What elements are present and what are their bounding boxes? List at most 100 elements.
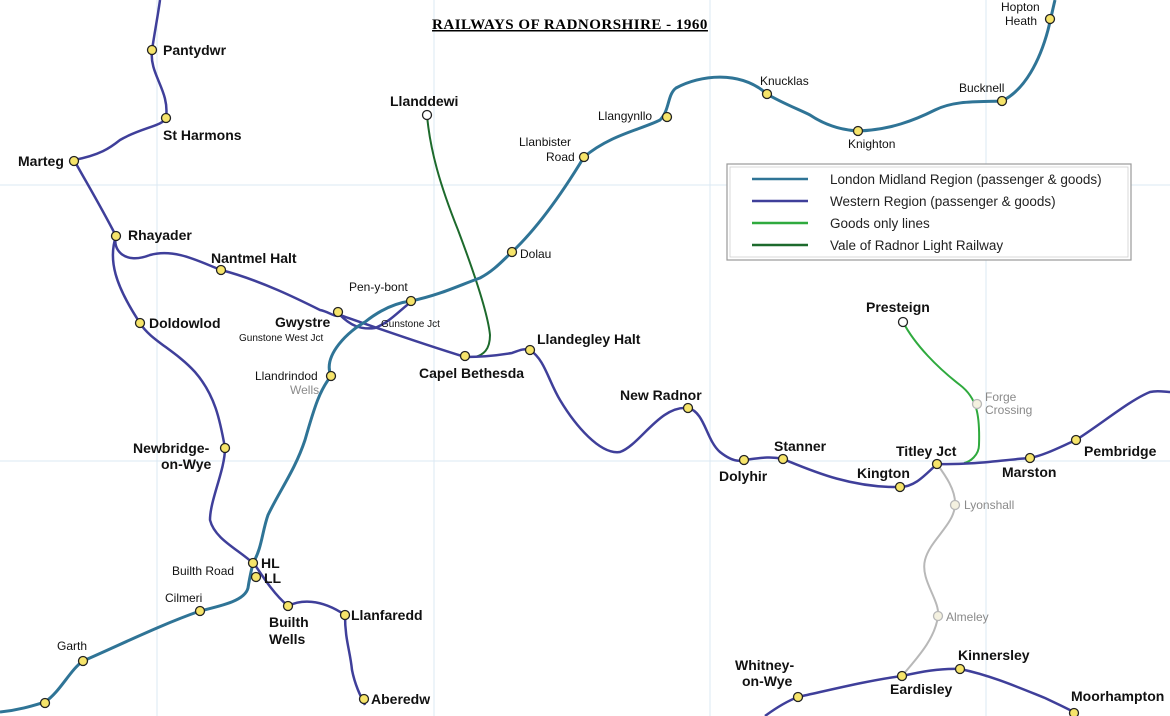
western-kington-line	[114, 235, 1170, 489]
label-newbridge-2: on-Wye	[161, 456, 212, 472]
label-gunstone-jct: Gunstone Jct	[381, 319, 440, 330]
label-gwystre: Gwystre	[275, 314, 330, 330]
label-rhayader: Rhayader	[128, 227, 192, 243]
station-marker-llanddewi	[421, 109, 433, 121]
legend-label-goods-only: Goods only lines	[830, 216, 930, 231]
western-gunstone-curve	[339, 300, 412, 330]
station-marker-llangynllo	[661, 111, 673, 123]
label-doldowlod: Doldowlod	[149, 315, 221, 331]
station-marker-llangammarch	[39, 697, 51, 709]
station-marker-forge-crossing	[971, 398, 983, 410]
station-marker-presteign	[897, 316, 909, 328]
label-pantydwr: Pantydwr	[163, 42, 227, 58]
label-aberedw: Aberedw	[371, 691, 430, 707]
label-whitney-2: on-Wye	[742, 673, 793, 689]
station-marker-new-radnor	[682, 402, 694, 414]
station-marker-aberedw	[358, 693, 370, 705]
station-marker-builth-wells	[282, 600, 294, 612]
station-marker-pantydwr	[146, 44, 158, 56]
station-marker-dolyhir	[738, 454, 750, 466]
station-marker-bucknell	[996, 95, 1008, 107]
label-kinnersley: Kinnersley	[958, 647, 1030, 663]
station-marker-cilmeri	[194, 605, 206, 617]
label-garth: Garth	[57, 639, 87, 653]
station-marker-rhayader	[110, 230, 122, 242]
station-marker-dolau	[506, 246, 518, 258]
label-presteign: Presteign	[866, 299, 930, 315]
vale-of-radnor-line	[426, 114, 492, 358]
station-marker-titley-jct	[931, 458, 943, 470]
station-markers	[39, 13, 1082, 716]
station-marker-marston	[1024, 452, 1036, 464]
label-eardisley: Eardisley	[890, 681, 952, 697]
label-builth-wells-1: Builth	[269, 614, 309, 630]
label-llangynllo: Llangynllo	[598, 109, 652, 123]
station-marker-knighton	[852, 125, 864, 137]
station-marker-pen-y-bont	[405, 295, 417, 307]
station-marker-llanbister-road	[578, 151, 590, 163]
station-marker-llandegley-halt	[524, 344, 536, 356]
station-marker-kington	[894, 481, 906, 493]
station-marker-almeley	[932, 610, 944, 622]
legend: London Midland Region (passenger & goods…	[726, 163, 1132, 261]
station-marker-llandrindod-wells	[325, 370, 337, 382]
label-llandrindod-1: Llandrindod	[255, 369, 318, 383]
station-marker-marteg	[68, 155, 80, 167]
station-marker-hopton-heath	[1044, 13, 1056, 25]
legend-label-london-midland: London Midland Region (passenger & goods…	[830, 172, 1102, 187]
label-marston: Marston	[1002, 464, 1056, 480]
label-llanfaredd: Llanfaredd	[351, 607, 423, 623]
label-titley-jct: Titley Jct	[896, 443, 957, 459]
label-almeley: Almeley	[946, 610, 989, 624]
label-gunstone-west-jct: Gunstone West Jct	[239, 333, 324, 344]
closed-station-markers	[932, 398, 983, 622]
station-marker-moorhampton	[1068, 707, 1080, 716]
station-marker-gwystre	[332, 306, 344, 318]
label-hl: HL	[261, 555, 280, 571]
terminus-markers	[421, 109, 909, 328]
label-ll: LL	[264, 570, 282, 586]
legend-label-western: Western Region (passenger & goods)	[830, 194, 1056, 209]
label-forge-crossing-2: Crossing	[985, 403, 1032, 417]
label-new-radnor: New Radnor	[620, 387, 702, 403]
label-moorhampton: Moorhampton	[1071, 688, 1164, 704]
label-cilmeri: Cilmeri	[165, 591, 202, 605]
label-pen-y-bont: Pen-y-bont	[349, 280, 408, 294]
station-marker-doldowlod	[134, 317, 146, 329]
station-marker-builth-road-ll	[250, 571, 262, 583]
label-llanbister-road-2: Road	[546, 150, 575, 164]
label-lyonshall: Lyonshall	[964, 498, 1014, 512]
label-hopton-heath-1: Hopton	[1001, 0, 1040, 14]
label-builth-wells-2: Wells	[269, 631, 306, 647]
station-marker-eardisley	[896, 670, 908, 682]
map-title: RAILWAYS OF RADNORSHIRE - 1960	[432, 17, 708, 33]
label-newbridge-1: Newbridge-	[133, 440, 210, 456]
western-mid-wales-line	[72, 0, 367, 706]
label-llanbister-road-1: Llanbister	[519, 135, 571, 149]
label-forge-crossing-1: Forge	[985, 390, 1017, 404]
label-capel-bethesda: Capel Bethesda	[419, 365, 524, 381]
label-knucklas: Knucklas	[760, 74, 809, 88]
presteign-goods-line	[902, 321, 981, 464]
station-marker-garth	[77, 655, 89, 667]
station-marker-kinnersley	[954, 663, 966, 675]
station-marker-stanner	[777, 453, 789, 465]
label-kington: Kington	[857, 465, 910, 481]
label-builth-road: Builth Road	[172, 564, 234, 578]
label-hopton-heath-2: Heath	[1005, 14, 1037, 28]
station-marker-capel-bethesda	[459, 350, 471, 362]
station-marker-st-harmons	[160, 112, 172, 124]
label-llandegley-halt: Llandegley Halt	[537, 331, 641, 347]
station-marker-knucklas	[761, 88, 773, 100]
label-llandrindod-2: Wells	[290, 383, 319, 397]
label-st-harmons: St Harmons	[163, 127, 242, 143]
station-marker-lyonshall	[949, 499, 961, 511]
station-marker-llanfaredd	[339, 609, 351, 621]
label-knighton: Knighton	[848, 137, 895, 151]
station-marker-builth-road-hl	[247, 557, 259, 569]
label-bucknell: Bucknell	[959, 81, 1004, 95]
station-labels: Pantydwr St Harmons Marteg Rhayader Nant…	[18, 0, 1164, 707]
station-marker-pembridge	[1070, 434, 1082, 446]
